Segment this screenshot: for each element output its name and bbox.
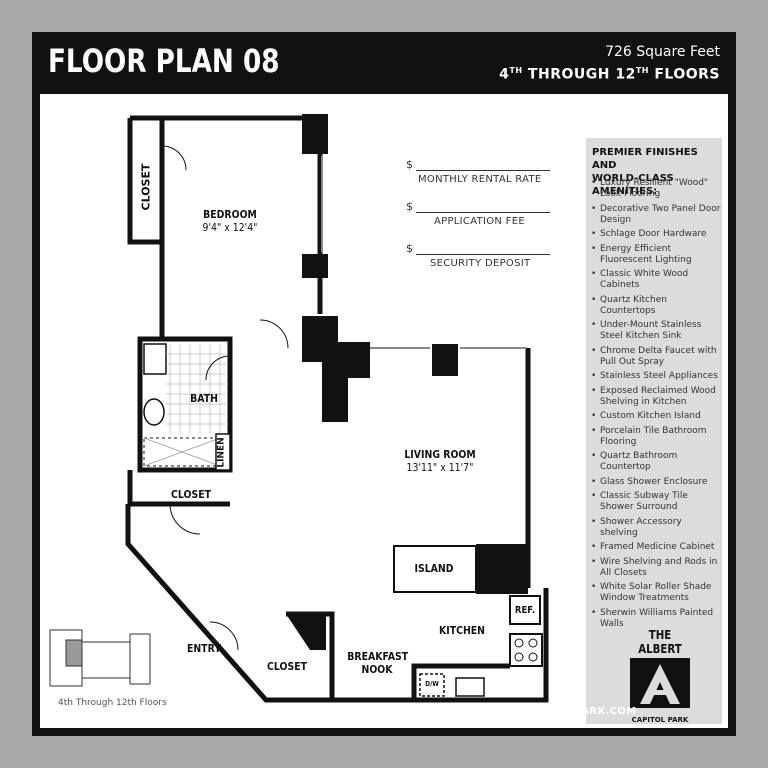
header: FLOOR PLAN 08 726 Square Feet 4TH THROUG…	[32, 32, 736, 92]
floor-range: 4TH THROUGH 12TH FLOORS	[499, 66, 720, 83]
amenity-item: Exposed Reclaimed Wood Shelving in Kitch…	[590, 386, 722, 408]
amenities-list: Luxury Resilient "Wood" Look Flooring De…	[590, 178, 722, 633]
fee-line-rent	[416, 170, 550, 171]
amenity-item: Glass Shower Enclosure	[590, 477, 722, 488]
kitchen-label: KITCHEN	[438, 624, 486, 637]
closet-entry-label: CLOSET	[267, 660, 307, 673]
fee-label-app: APPLICATION FEE	[434, 216, 525, 227]
fee-symbol-rent: $	[406, 158, 413, 171]
closet-top-wall	[127, 118, 162, 245]
logo-subtitle: CAPITOL PARK	[631, 716, 689, 724]
nook-word: NOOK	[361, 663, 393, 676]
linen-label: LINEN	[216, 437, 227, 468]
footer-phone: 313.410.9312	[350, 706, 433, 717]
bath-tile-grid	[166, 344, 226, 434]
floor-plan-card: FLOOR PLAN 08 726 Square Feet 4TH THROUG…	[32, 32, 736, 736]
footer-city: DETROIT, MICHIGAN 48226	[168, 706, 328, 717]
fee-label-deposit: SECURITY DEPOSIT	[430, 258, 531, 269]
amenity-item: Wire Shelving and Rods in All Closets	[590, 557, 722, 579]
keyplan-label: 4th Through 12th Floors	[58, 698, 167, 708]
floor-start: 4	[499, 66, 510, 83]
bedroom-dims: 9'4" x 12'4"	[202, 221, 258, 234]
amenity-item: Chrome Delta Faucet with Pull Out Spray	[590, 346, 722, 368]
albert-logo: THE ALBERT CAPITOL PARK	[628, 628, 692, 724]
key-plan	[49, 629, 151, 687]
burner-1	[514, 638, 524, 648]
living-room-dims: 13'11" x 11'7"	[406, 461, 474, 474]
range	[509, 633, 543, 667]
ref-label: REF.	[514, 605, 536, 616]
bath-label: BATH	[190, 392, 218, 405]
living-room-name: LIVING ROOM	[404, 448, 476, 461]
plan-panel: BEDROOM 9'4" x 12'4" CLOSET BATH LINEN C…	[40, 94, 728, 728]
amenity-item: White Solar Roller Shade Window Treatmen…	[590, 582, 722, 604]
amenities-panel: PREMIER FINISHES AND WORLD-CLASS AMENITI…	[586, 138, 722, 724]
column-living-low	[322, 360, 348, 422]
floor-plan-drawing	[49, 114, 549, 703]
refrigerator	[509, 595, 541, 625]
closet-mid-label: CLOSET	[171, 488, 211, 501]
amenity-item: Decorative Two Panel Door Design	[590, 204, 722, 226]
burner-2	[528, 638, 538, 648]
footer-website: THEALBERTCAPITOLPARK.COM	[455, 706, 637, 717]
column-ne	[302, 114, 328, 154]
kitchen-counter	[411, 663, 510, 700]
square-feet: 726 Square Feet	[605, 44, 720, 60]
column-window	[432, 344, 458, 376]
amenity-item: Stainless Steel Appliances	[590, 371, 722, 382]
floor-end-sup: TH	[635, 66, 649, 75]
amenities-title-line1: PREMIER FINISHES AND	[592, 147, 698, 171]
amenity-item: Custom Kitchen Island	[590, 411, 722, 422]
fee-line-deposit	[416, 254, 550, 255]
breakfast-word: BREAKFAST	[347, 650, 409, 663]
bath-vanity	[143, 343, 167, 375]
shower-diagonal-2	[143, 437, 221, 467]
closet-column	[286, 614, 326, 650]
logo-mark-icon	[630, 658, 690, 708]
living-room-label: LIVING ROOM 13'11" x 11'7"	[398, 448, 483, 474]
column-e	[302, 254, 328, 278]
island-counter	[393, 545, 477, 593]
bedroom-name: BEDROOM	[203, 208, 257, 221]
amenity-item: Quartz Kitchen Countertops	[590, 295, 722, 317]
kitchen-block	[476, 544, 528, 594]
amenity-item: Classic Subway Tile Shower Surround	[590, 491, 722, 513]
floor-start-sup: TH	[509, 66, 523, 75]
amenity-item: Porcelain Tile Bathroom Flooring	[590, 426, 722, 448]
dw-label: D/W	[425, 680, 439, 688]
amenity-item: Sherwin Williams Painted Walls	[590, 608, 722, 630]
bedroom-label: BEDROOM 9'4" x 12'4"	[196, 208, 264, 234]
floor-word: FLOORS	[654, 66, 720, 83]
kitchen-sink	[455, 677, 485, 697]
page-title: FLOOR PLAN 08	[48, 42, 280, 80]
floor-end: 12	[615, 66, 636, 83]
burner-3	[514, 652, 524, 662]
amenity-item: Schlage Door Hardware	[590, 229, 722, 240]
amenity-item: Framed Medicine Cabinet	[590, 542, 722, 553]
toilet	[143, 398, 165, 426]
fee-symbol-deposit: $	[406, 242, 413, 255]
door-swings	[161, 145, 289, 651]
amenity-item: Under-Mount Stainless Steel Kitchen Sink	[590, 320, 722, 342]
dishwasher	[419, 673, 445, 697]
amenity-item: Classic White Wood Cabinets	[590, 269, 722, 291]
amenity-item: Luxury Resilient "Wood" Look Flooring	[590, 178, 722, 200]
amenity-item: Quartz Bathroom Countertop	[590, 451, 722, 473]
amenity-item: Shower Accessory shelving	[590, 517, 722, 539]
footer: 1214 GRISWOLD•DETROIT, MICHIGAN 48226•31…	[48, 706, 637, 717]
island-label: ISLAND	[414, 562, 454, 575]
linen-closet	[215, 433, 231, 471]
burner-4	[528, 652, 538, 662]
fee-symbol-app: $	[406, 200, 413, 213]
breakfast-nook-label: BREAKFAST NOOK	[347, 650, 409, 676]
logo-name: THE ALBERT	[638, 628, 682, 656]
floor-through: THROUGH	[527, 66, 610, 83]
fee-label-rent: MONTHLY RENTAL RATE	[418, 174, 542, 185]
amenity-item: Energy Efficient Fluorescent Lighting	[590, 244, 722, 266]
footer-address: 1214 GRISWOLD	[48, 706, 146, 717]
closet-top-label: CLOSET	[139, 163, 153, 211]
exterior-wall-south	[125, 504, 549, 703]
entry-label: ENTRY	[186, 642, 222, 655]
fee-line-app	[416, 212, 550, 213]
